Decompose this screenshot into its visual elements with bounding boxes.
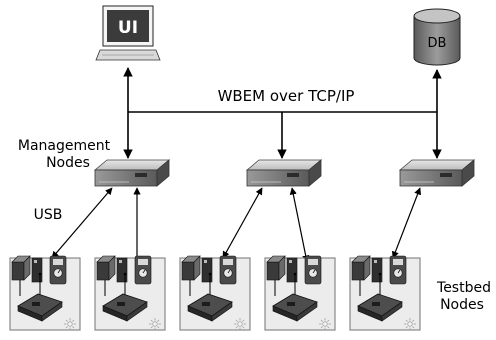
testbed-label-line1: Testbed [436, 280, 491, 296]
testbed-node-3 [179, 255, 251, 331]
network-backbone [123, 67, 442, 159]
testbed-node-4 [264, 255, 336, 331]
management-node-server-1 [94, 159, 170, 187]
management-label-line1: Management [18, 138, 111, 154]
management-label-line2: Nodes [46, 155, 90, 171]
ui-computer-icon: UI [95, 5, 161, 61]
usb-connections [51, 187, 422, 265]
database-icon: DB [413, 8, 461, 66]
db-label: DB [428, 36, 447, 51]
management-node-server-3 [399, 159, 475, 187]
testbed-node-2 [94, 255, 166, 331]
testbed-label-line2: Nodes [440, 297, 484, 313]
ui-label: UI [118, 18, 138, 38]
usb-label: USB [34, 207, 63, 223]
testbed-node-5 [349, 255, 421, 331]
network-label: WBEM over TCP/IP [218, 87, 355, 105]
management-node-server-2 [246, 159, 322, 187]
testbed-node-1 [9, 255, 81, 331]
